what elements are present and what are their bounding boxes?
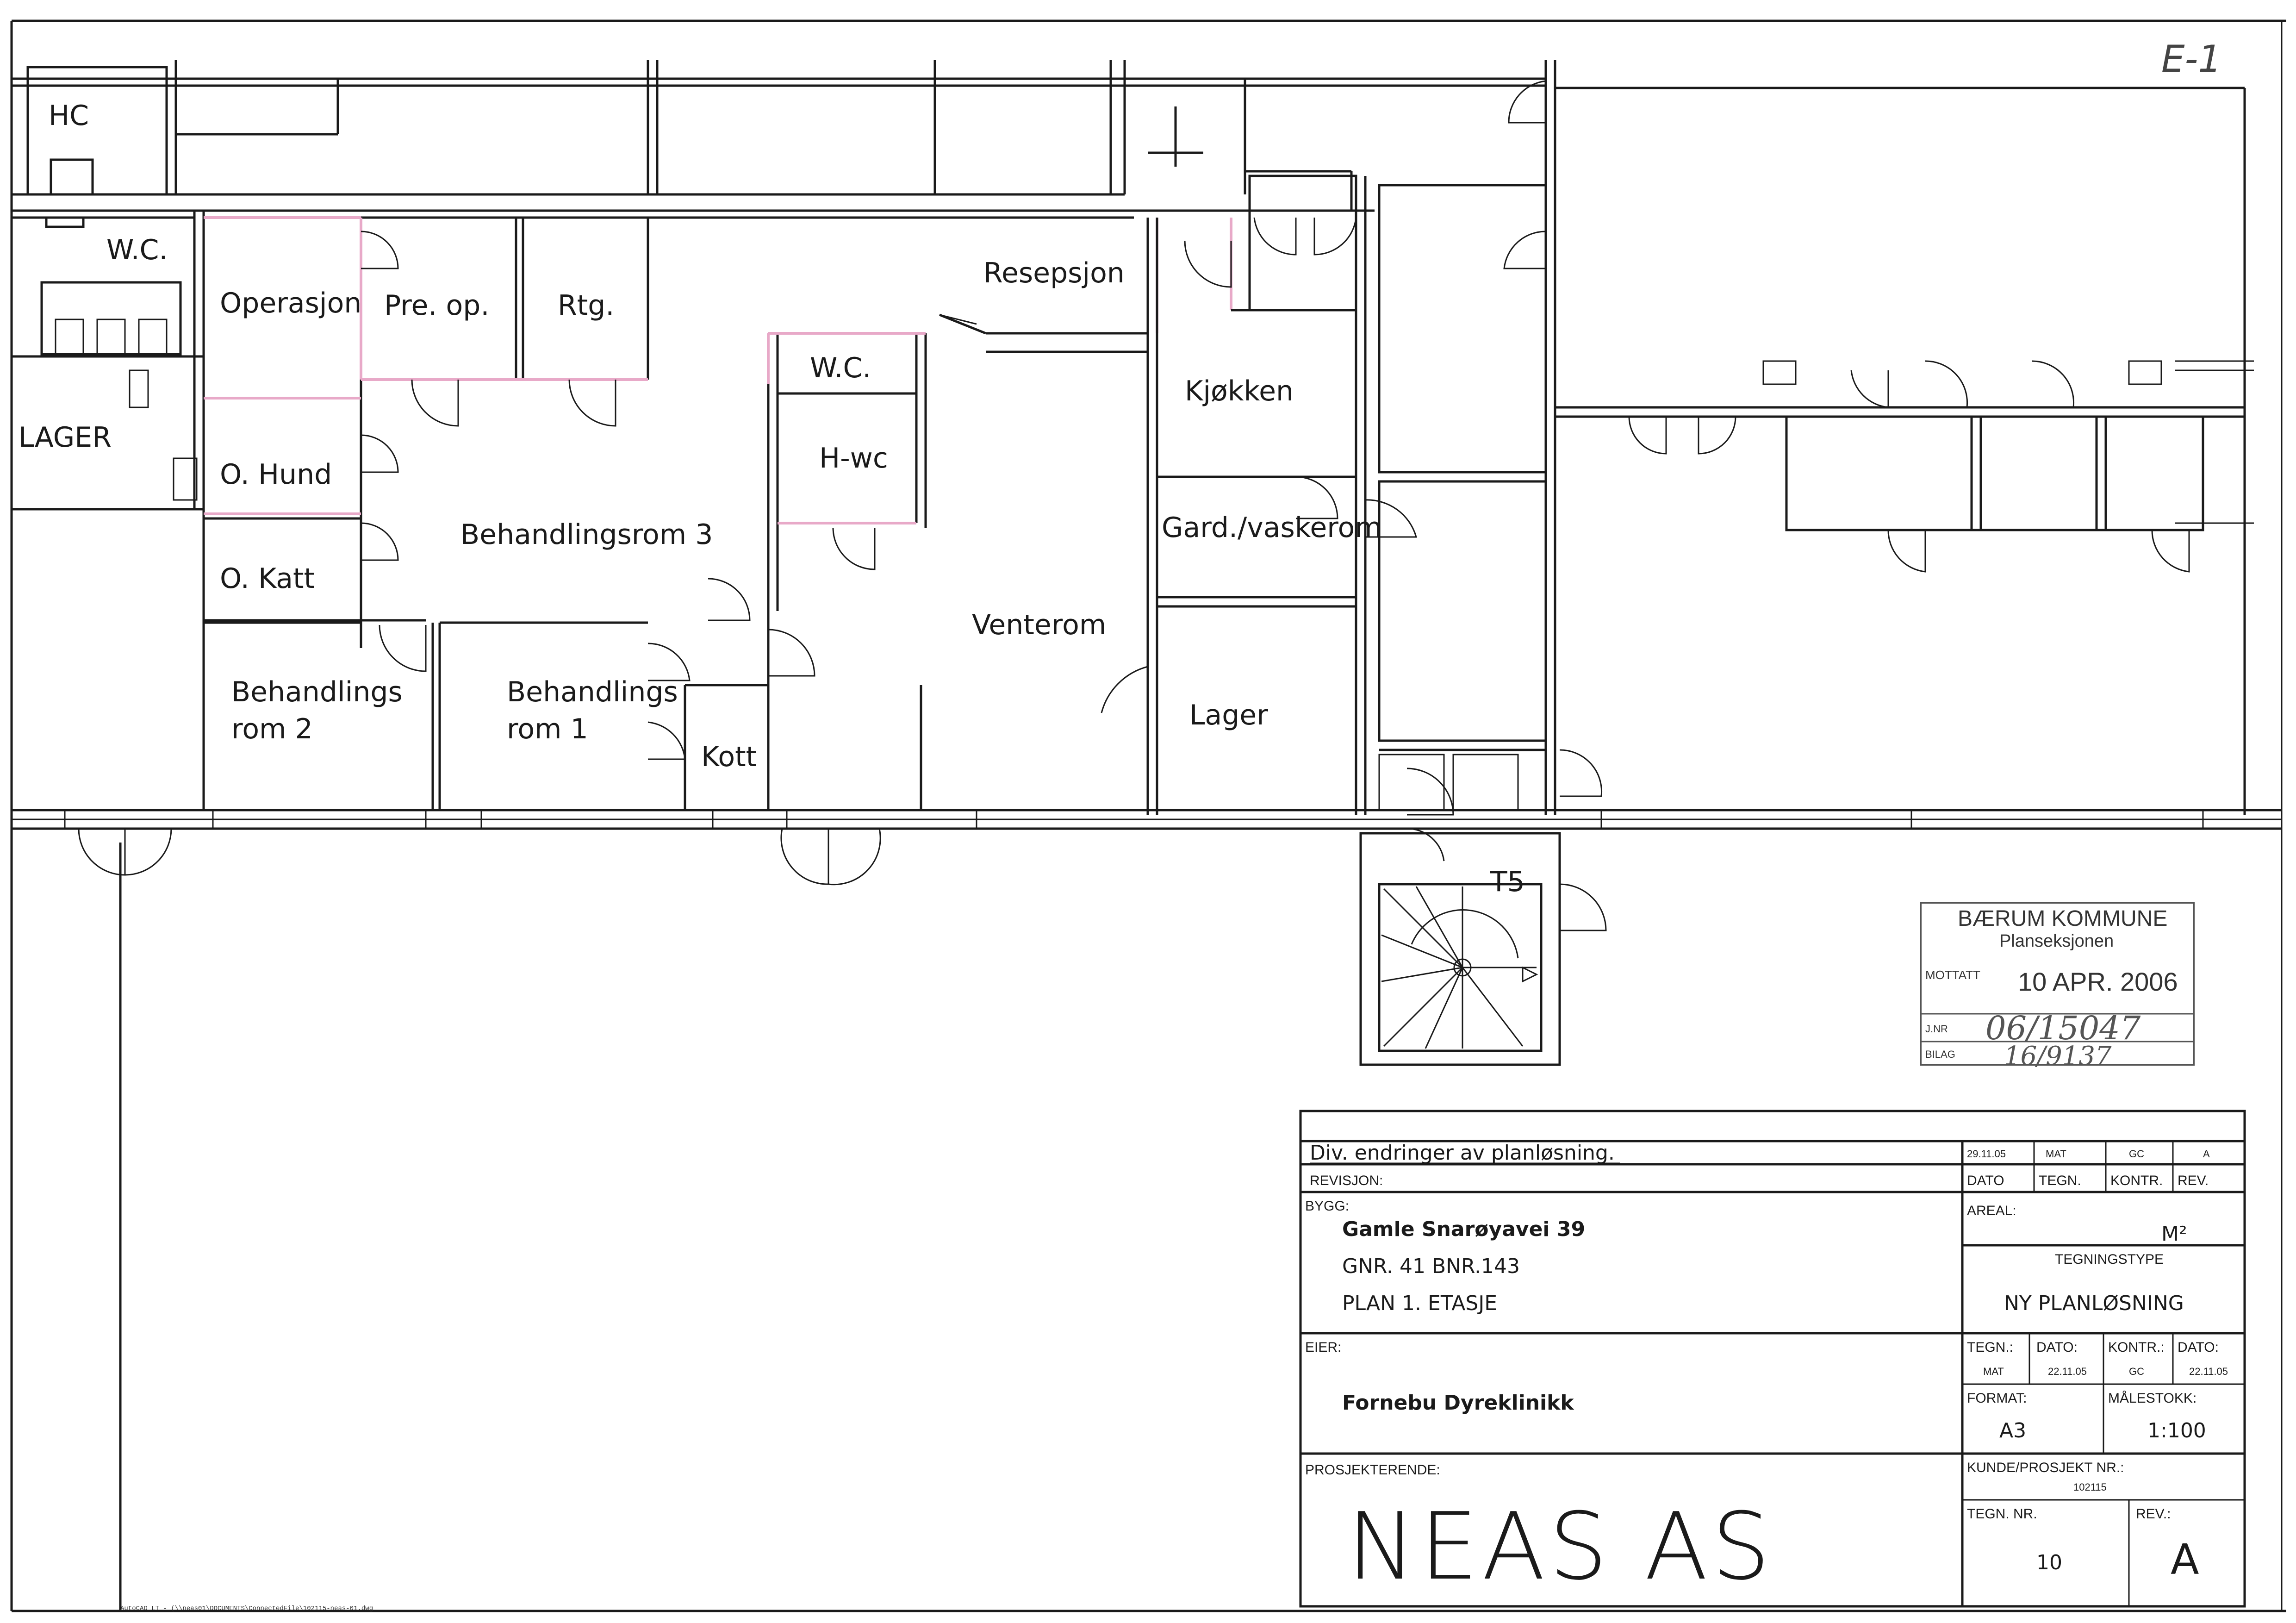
room-label-o-katt: O. Katt — [220, 562, 315, 595]
room-labels: HC W.C. LAGER Operasjon Pre. op. Rtg. Re… — [19, 100, 1525, 898]
prosjekterende-label: PROSJEKTERENDE: — [1305, 1462, 1440, 1478]
areal-unit: M² — [2161, 1222, 2187, 1246]
room-label-venterom: Venterom — [972, 609, 1106, 641]
col-rev: REV. — [2178, 1173, 2209, 1188]
title-block: Div. endringer av planløsning. REVISJON:… — [1299, 1110, 2246, 1608]
dato2-value: 22.11.05 — [2189, 1366, 2228, 1377]
dato-value: 22.11.05 — [2048, 1366, 2087, 1377]
rev-value-bottom: A — [2171, 1536, 2199, 1584]
bygg-label: BYGG: — [1305, 1199, 1349, 1214]
stamp-jnr-handwritten: 06/15047 — [1985, 1009, 2141, 1047]
rev-kontr-value: GC — [2129, 1148, 2144, 1160]
room-label-rtg: Rtg. — [558, 289, 614, 322]
room-label-behandlingsrom-3: Behandlingsrom 3 — [460, 518, 713, 551]
format-label: FORMAT: — [1967, 1391, 2027, 1406]
eier-label: EIER: — [1305, 1340, 1341, 1355]
stamp-received-label: MOTTATT — [1925, 968, 1980, 982]
revision-text: Div. endringer av planløsning. — [1310, 1141, 1615, 1165]
dato2-label: DATO: — [2178, 1340, 2219, 1355]
col-kontr: KONTR. — [2110, 1173, 2163, 1188]
prosjekterende-logo: NEAS AS — [1347, 1493, 1774, 1601]
eier: Fornebu Dyreklinikk — [1342, 1391, 1574, 1415]
stamp-received-date: 10 APR. 2006 — [2018, 967, 2178, 996]
kontr-value: GC — [2129, 1366, 2144, 1377]
room-label-wc-left: W.C. — [106, 234, 168, 266]
room-label-kjokken: Kjøkken — [1185, 375, 1294, 407]
kontr-label: KONTR.: — [2108, 1340, 2165, 1355]
rev-rev-value: A — [2203, 1148, 2210, 1160]
room-label-kott: Kott — [701, 741, 757, 773]
rev-tegn-value: MAT — [2046, 1148, 2066, 1160]
room-label-wc-mid: W.C. — [810, 352, 871, 384]
stamp-bilag-handwritten: 16/9137 — [2004, 1041, 2112, 1071]
sheet-border — [10, 19, 2286, 1612]
stamp-bilag-label: BILAG — [1925, 1049, 1955, 1060]
rev-date-value: 29.11.05 — [1967, 1148, 2006, 1160]
kunde-nr: 102115 — [2073, 1481, 2107, 1493]
gnr-bnr: GNR. 41 BNR.143 — [1342, 1255, 1520, 1278]
tegningstype: NY PLANLØSNING — [2004, 1292, 2184, 1315]
received-stamp: BÆRUM KOMMUNE Planseksjonen MOTTATT 10 A… — [1920, 902, 2195, 1071]
tegningstype-label: TEGNINGSTYPE — [2055, 1252, 2164, 1267]
door-swings — [78, 80, 2190, 931]
bygg-name: Gamle Snarøyavei 39 — [1342, 1217, 1585, 1241]
room-label-resepsjon: Resepsjon — [983, 257, 1125, 289]
kunde-label: KUNDE/PROSJEKT NR.: — [1967, 1460, 2124, 1475]
areal-label: AREAL: — [1967, 1203, 2016, 1218]
tegn-nr-value: 10 — [2036, 1551, 2062, 1574]
room-label-behandlingsrom-1-line2: rom 1 — [507, 713, 588, 745]
dato-label: DATO: — [2036, 1340, 2078, 1355]
stamp-jnr-label: J.NR — [1925, 1023, 1948, 1035]
room-label-t5: T5 — [1490, 866, 1525, 898]
room-label-gard-vaskerom: Gard./vaskerom — [1162, 512, 1382, 544]
room-label-hc: HC — [49, 100, 89, 132]
room-label-o-hund: O. Hund — [220, 458, 332, 491]
room-label-behandlingsrom-2-line2: rom 2 — [231, 713, 313, 745]
malestokk-value: 1:100 — [2147, 1419, 2206, 1442]
tegn-label: TEGN.: — [1967, 1340, 2013, 1355]
format-value: A3 — [1999, 1419, 2026, 1442]
col-tegn: TEGN. — [2039, 1173, 2081, 1188]
kitchen-column-walls — [1146, 60, 1556, 815]
right-wing-walls — [1555, 87, 2254, 815]
facade-window-strip — [12, 809, 2282, 1611]
stamp-org: BÆRUM KOMMUNE — [1958, 906, 2167, 931]
room-label-hwc: H-wc — [819, 442, 888, 474]
room-label-preop: Pre. op. — [384, 289, 489, 322]
room-label-lager-mid: Lager — [1189, 699, 1268, 731]
rev-label-bottom: REV.: — [2136, 1506, 2171, 1522]
stamp-dept: Planseksjonen — [1999, 931, 2114, 951]
left-rooms-walls — [12, 66, 205, 810]
top-corridor-walls — [12, 60, 1546, 212]
plan-floor: PLAN 1. ETASJE — [1342, 1292, 1497, 1315]
room-label-operasjon: Operasjon — [220, 287, 361, 319]
malestokk-label: MÅLESTOKK: — [2108, 1391, 2196, 1406]
tegn-value: MAT — [1983, 1366, 2004, 1377]
room-label-behandlingsrom-2-line1: Behandlings — [231, 676, 403, 708]
col-dato: DATO — [1967, 1173, 2004, 1188]
stair-tower — [1359, 754, 1561, 1066]
tegn-nr-label: TEGN. NR. — [1967, 1506, 2037, 1522]
room-label-lager-left: LAGER — [19, 421, 112, 454]
revision-label: REVISJON: — [1310, 1173, 1383, 1188]
room-label-behandlingsrom-1-line1: Behandlings — [507, 676, 678, 708]
sheet-mark: E-1 — [2161, 37, 2221, 81]
cad-file-path: AutoCAD LT - (\\neas01\DOCUMENTS\Connect… — [120, 1605, 373, 1612]
